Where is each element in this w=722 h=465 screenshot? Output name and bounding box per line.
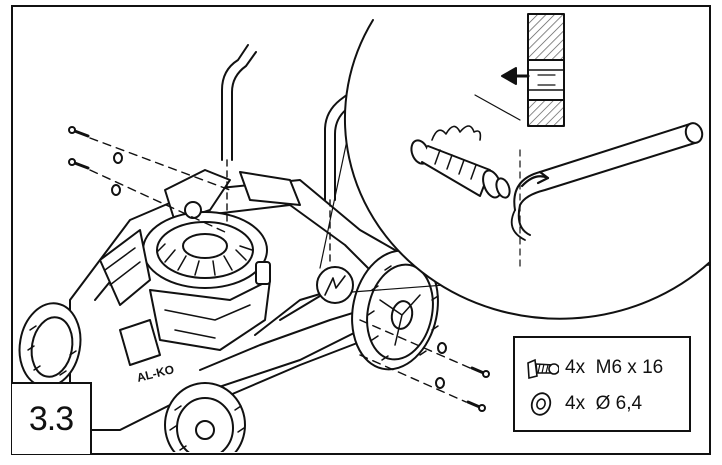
detail-handle-tube [510, 122, 704, 241]
step-number: 3.3 [28, 399, 74, 438]
rear-right-wheel [351, 249, 439, 371]
left-fasteners [68, 126, 231, 233]
step-number-box: 3.3 [12, 382, 92, 454]
parts-row-washer: 4x Ø 6,4 [523, 388, 642, 420]
front-right-wheel [164, 382, 246, 452]
detail-bolt [410, 125, 511, 199]
detail-callout [316, 19, 711, 320]
detail-frame-wall [474, 13, 565, 271]
engine [99, 201, 271, 366]
rear-guard [164, 169, 301, 223]
parts-screw-text: 4x M6 x 16 [565, 357, 664, 378]
outer-frame [11, 5, 711, 455]
left-handle [221, 44, 257, 226]
front-left-wheel [18, 302, 82, 388]
right-fasteners [359, 319, 490, 412]
screw-icon [527, 358, 559, 380]
parts-list: 4x M6 x 16 4x Ø 6,4 [513, 336, 691, 432]
parts-washer-text: 4x Ø 6,4 [565, 393, 643, 414]
washer-icon [530, 392, 552, 416]
parts-row-screw: 4x M6 x 16 [523, 352, 663, 384]
